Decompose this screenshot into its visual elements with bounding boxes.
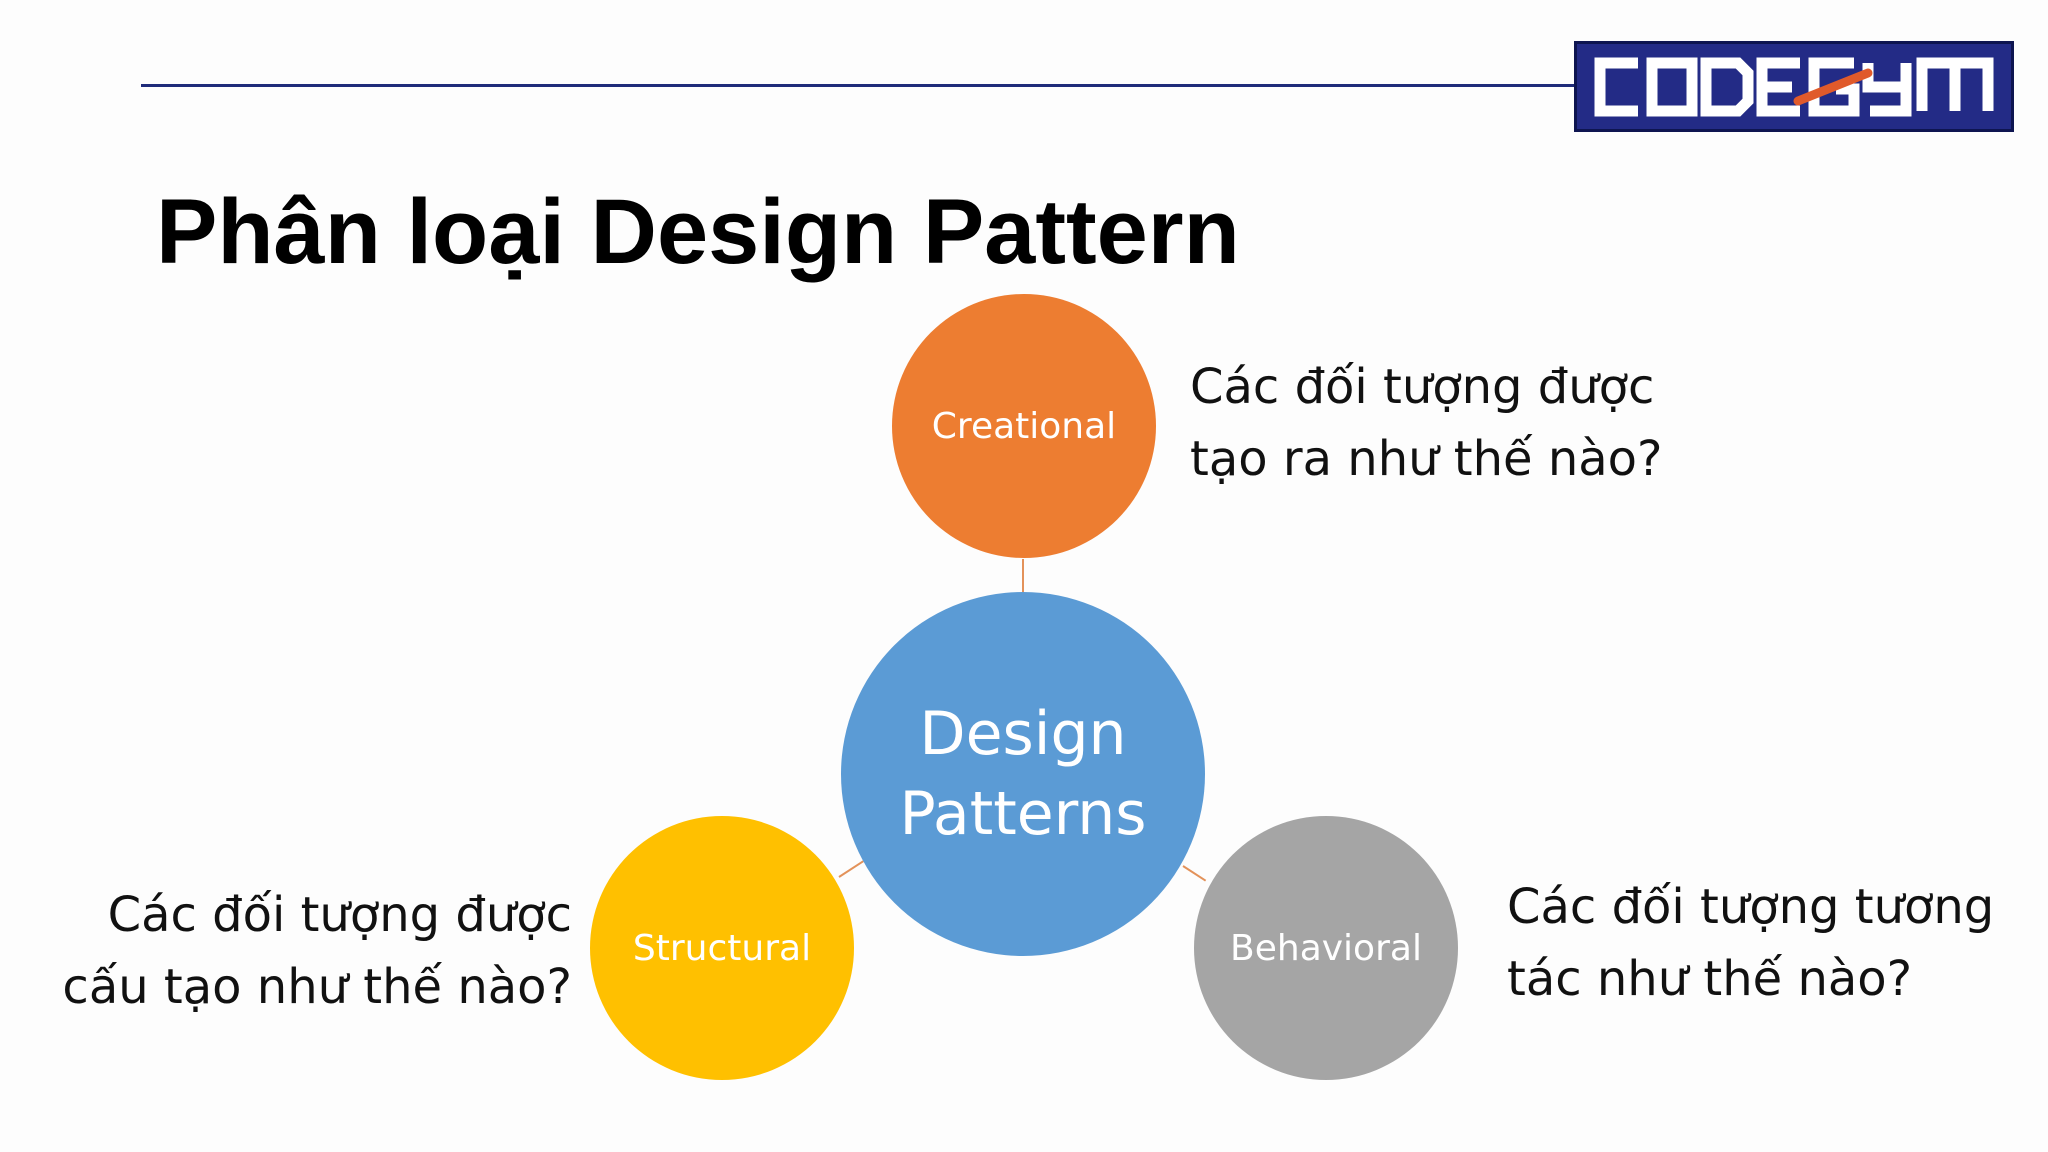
- structural-description-line1: Các đối tượng được: [107, 887, 572, 943]
- page-title: Phân loại Design Pattern: [156, 181, 1240, 283]
- codegym-wordmark: [1594, 57, 1994, 116]
- codegym-logo: CODEGYM: [1574, 41, 2014, 132]
- behavioral-description-line1: Các đối tượng tương: [1507, 879, 1995, 935]
- structural-description-line2: cấu tạo như thế nào?: [62, 959, 572, 1015]
- creational-description-line1: Các đối tượng được: [1190, 359, 1655, 415]
- center-label-line2: Patterns: [899, 779, 1147, 849]
- header-divider: [141, 84, 1574, 87]
- creational-description: Các đối tượng được tạo ra như thế nào?: [1190, 351, 1710, 495]
- structural-description: Các đối tượng được cấu tạo như thế nào?: [20, 879, 572, 1023]
- connector-structural: [838, 860, 864, 878]
- creational-label: Creational: [931, 405, 1117, 447]
- connector-behavioral: [1182, 865, 1207, 882]
- center-label-line1: Design: [919, 699, 1127, 769]
- creational-node: Creational: [892, 294, 1156, 558]
- design-patterns-node: Design Patterns: [841, 592, 1205, 956]
- behavioral-label: Behavioral: [1230, 927, 1422, 969]
- behavioral-node: Behavioral: [1194, 816, 1458, 1080]
- structural-node: Structural: [590, 816, 854, 1080]
- behavioral-description-line2: tác như thế nào?: [1507, 951, 1913, 1007]
- connector-creational: [1022, 559, 1024, 593]
- behavioral-description: Các đối tượng tương tác như thế nào?: [1507, 871, 2027, 1015]
- creational-description-line2: tạo ra như thế nào?: [1190, 431, 1663, 487]
- structural-label: Structural: [632, 927, 812, 969]
